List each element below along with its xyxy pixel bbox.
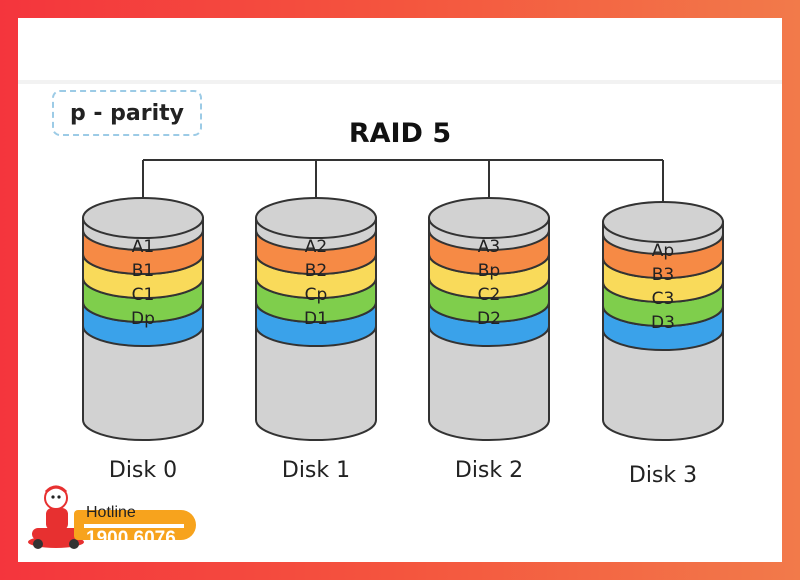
block-label: B2	[305, 261, 327, 281]
hotline-badge[interactable]: Hotline 1900 6076	[24, 484, 196, 552]
disk-stripe	[82, 229, 204, 275]
block-label: D2	[477, 309, 501, 329]
block-label: D1	[304, 309, 328, 329]
block-label: A3	[478, 237, 500, 257]
block-label: C3	[652, 289, 675, 309]
disk-top	[255, 197, 377, 239]
disk-stripe	[428, 229, 550, 275]
block-label: Bp	[478, 261, 500, 281]
disk-top	[82, 197, 204, 239]
block-label: Cp	[305, 285, 328, 305]
hotline-heading: Hotline	[86, 504, 136, 521]
block-label: A2	[305, 237, 327, 257]
block-label: B3	[652, 265, 674, 285]
connector-lines	[142, 159, 664, 204]
disk-label-0: Disk 0	[108, 458, 178, 483]
diagram-title: RAID 5	[348, 118, 452, 149]
disk-top	[602, 201, 724, 243]
disk-label-2: Disk 2	[454, 458, 524, 483]
block-label: Ap	[652, 241, 674, 261]
divider	[18, 80, 782, 84]
block-label: B1	[132, 261, 154, 281]
block-label: D3	[651, 313, 675, 333]
delivery-scooter-mascot-icon	[28, 485, 84, 549]
disk-top	[428, 197, 550, 239]
hotline-divider	[84, 524, 184, 528]
hotline-number[interactable]: 1900 6076	[86, 528, 176, 549]
block-label: C1	[132, 285, 155, 305]
disk-label-1: Disk 1	[281, 458, 351, 483]
disk-stripe	[602, 233, 724, 279]
disk-label-3: Disk 3	[628, 463, 698, 488]
disk-stripe	[255, 229, 377, 275]
block-label: A1	[132, 237, 154, 257]
parity-legend: p - parity	[52, 90, 202, 136]
block-label: Dp	[131, 309, 155, 329]
block-label: C2	[478, 285, 501, 305]
